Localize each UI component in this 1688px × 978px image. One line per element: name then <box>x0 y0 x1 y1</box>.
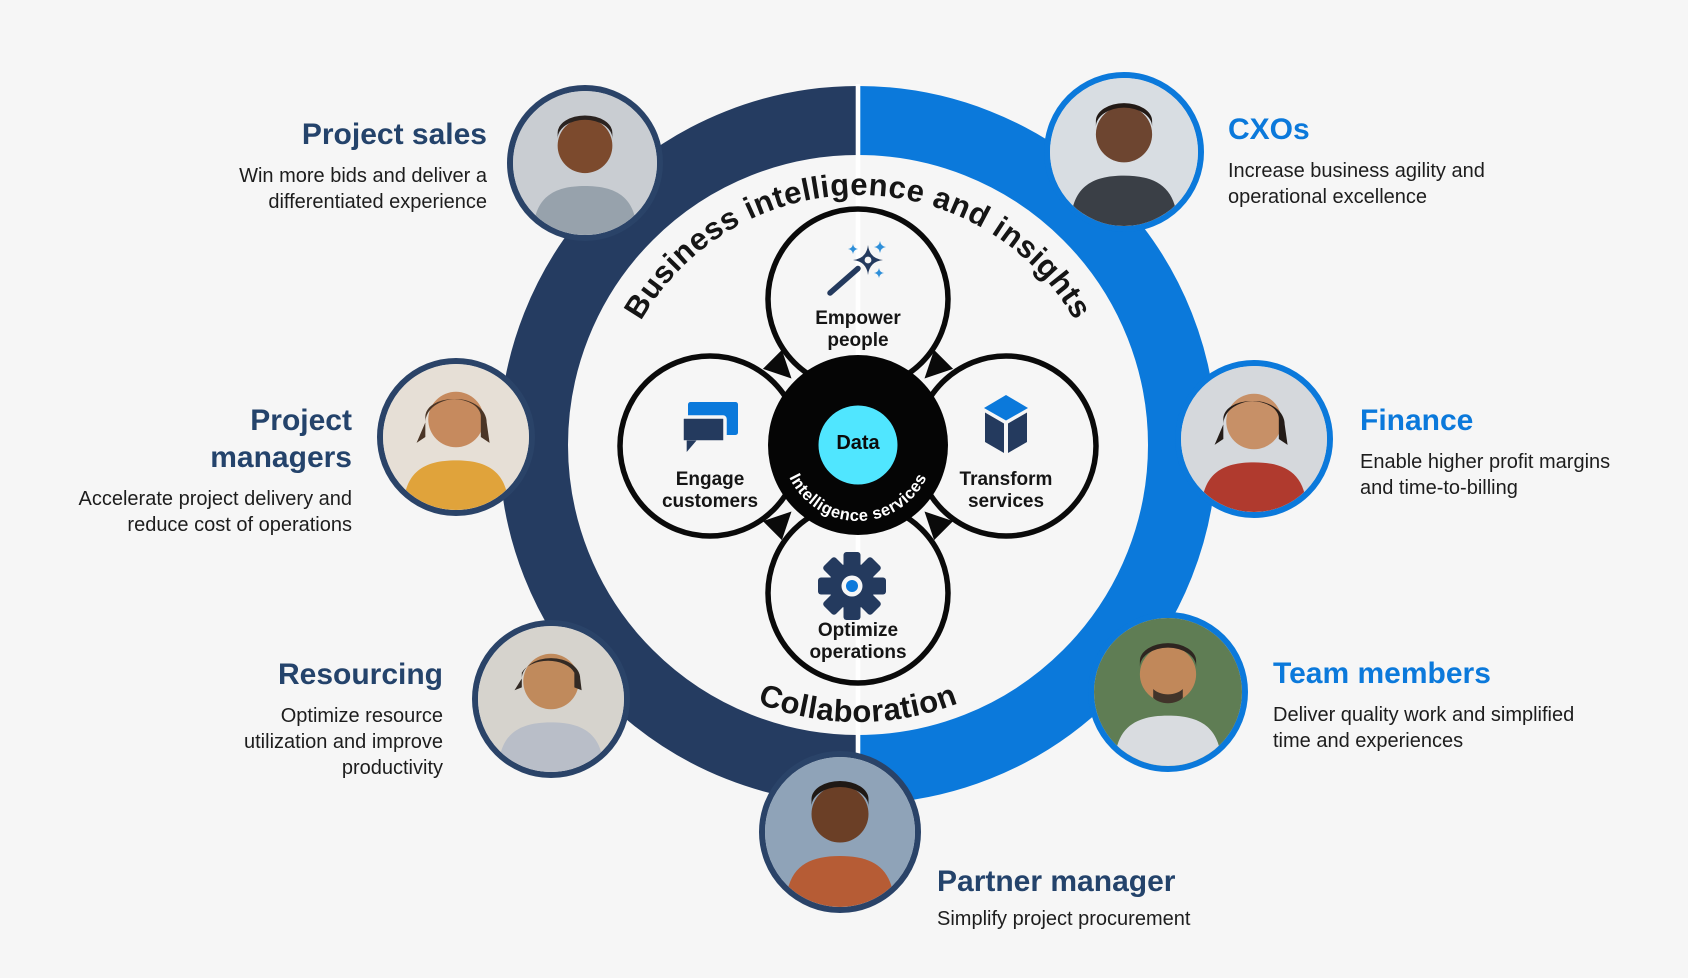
persona-cxos: CXOs Increase business agility and opera… <box>1228 111 1568 210</box>
persona-description: Optimize resource utilization and improv… <box>244 705 443 779</box>
persona-description: Deliver quality work and simplified time… <box>1273 704 1575 752</box>
magic-wand-icon <box>827 241 886 296</box>
arrow-into-center-sw-icon <box>762 511 792 541</box>
person-silhouette-icon <box>765 757 915 907</box>
persona-title: Finance <box>1360 404 1474 437</box>
person-silhouette-icon <box>1094 618 1242 766</box>
chat-bubbles-icon <box>680 402 738 452</box>
persona-finance: Finance Enable higher profit margins and… <box>1360 402 1670 501</box>
persona-team-members: Team members Deliver quality work and si… <box>1273 655 1643 754</box>
persona-description: Simplify project procurement <box>937 908 1191 930</box>
cxos-photo <box>1044 72 1204 232</box>
arrow-into-center-ne-icon <box>924 349 954 379</box>
data-circle <box>818 405 898 485</box>
finance-photo <box>1175 360 1333 518</box>
project-sales-photo <box>507 85 663 241</box>
persona-description: Accelerate project delivery and reduce c… <box>78 488 352 536</box>
persona-description: Win more bids and deliver a differentiat… <box>239 165 487 213</box>
persona-description: Increase business agility and operationa… <box>1228 160 1485 208</box>
person-silhouette-icon <box>478 626 624 772</box>
team-members-photo <box>1088 612 1248 772</box>
project-managers-photo <box>377 358 535 516</box>
person-silhouette-icon <box>1181 366 1327 512</box>
cube-icon <box>984 395 1028 453</box>
persona-resourcing: Resourcing Optimize resource utilization… <box>143 656 443 781</box>
resourcing-photo <box>472 620 630 778</box>
persona-title: Project managers <box>210 404 352 474</box>
persona-project-sales: Project sales Win more bids and deliver … <box>167 116 487 215</box>
persona-description: Enable higher profit margins and time-to… <box>1360 451 1611 499</box>
persona-title: Team members <box>1273 657 1491 690</box>
persona-title: Partner manager <box>937 865 1176 898</box>
person-silhouette-icon <box>1050 78 1198 226</box>
arrow-into-center-nw-icon <box>762 349 792 379</box>
data-core-label: Data <box>836 432 880 454</box>
persona-title: Resourcing <box>277 658 443 691</box>
arrow-into-center-se-icon <box>924 511 954 541</box>
person-silhouette-icon <box>383 364 529 510</box>
person-silhouette-icon <box>513 91 657 235</box>
persona-partner-manager: Partner manager Simplify project procure… <box>937 863 1357 932</box>
persona-title: CXOs <box>1228 113 1310 146</box>
gear-icon <box>818 552 886 620</box>
partner-manager-photo <box>759 751 921 913</box>
persona-project-managers: Project managers Accelerate project deli… <box>32 402 352 538</box>
persona-title: Project sales <box>301 118 487 151</box>
